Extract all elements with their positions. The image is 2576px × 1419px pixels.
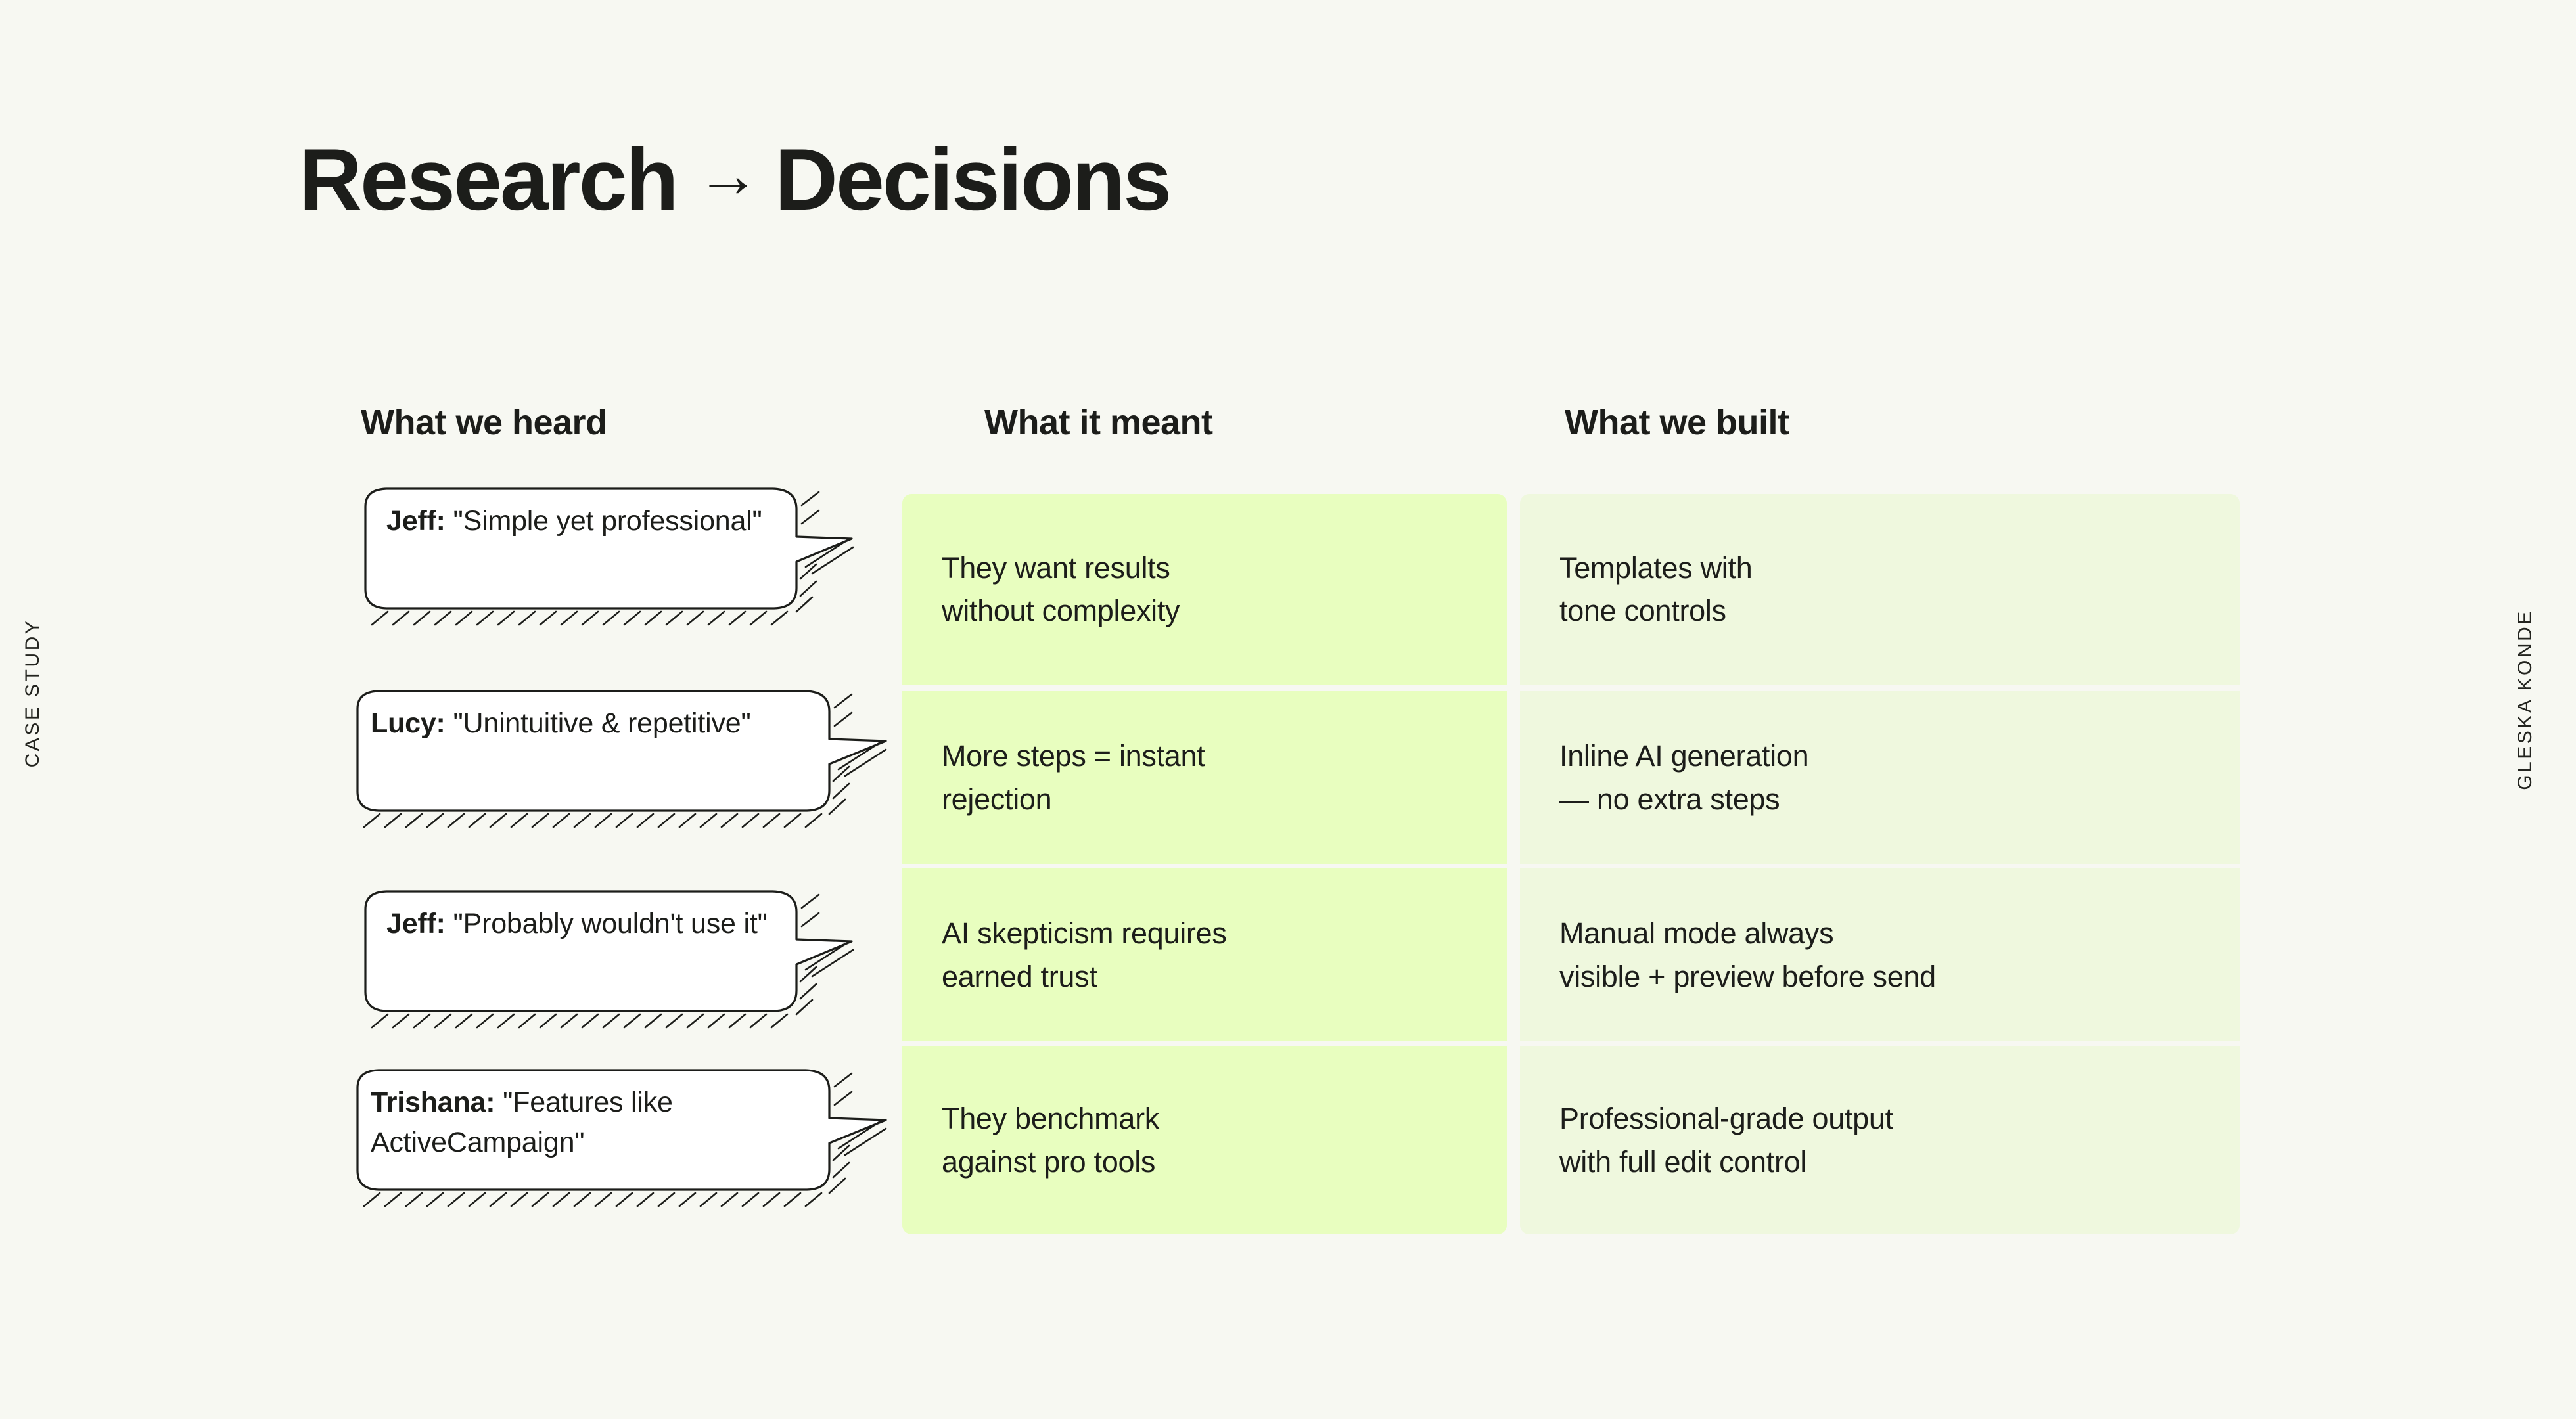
quote-speaker-name: Jeff: — [386, 505, 446, 537]
column-header-what-it-meant: What it meant — [984, 403, 1213, 442]
page-title-second: Decisions — [774, 131, 1172, 229]
meant-text: More steps = instant rejection — [942, 739, 1205, 816]
meant-cell: More steps = instant rejection — [902, 691, 1507, 864]
built-cell: Inline AI generation — no extra steps — [1520, 691, 2240, 864]
quote-text: Jeff: "Simple yet professional" — [352, 483, 799, 560]
quote-text: Lucy: "Unintuitive & repetitive" — [352, 685, 799, 762]
quote-text: Jeff: "Probably wouldn't use it" — [352, 886, 799, 962]
meant-text: AI skepticism requires earned trust — [942, 916, 1227, 993]
meant-cell: AI skepticism requires earned trust — [902, 868, 1507, 1041]
meant-text: They want results without complexity — [942, 551, 1180, 627]
built-cell: Templates with tone controls — [1520, 494, 2240, 685]
quote-body: "Unintuitive & repetitive" — [453, 708, 751, 739]
quote-body: "Simple yet professional" — [453, 505, 762, 537]
quote-speaker-name: Jeff: — [386, 908, 446, 939]
bubble-hatch-shadow — [363, 693, 887, 828]
meant-cell: They benchmark against pro tools — [902, 1046, 1507, 1234]
quote-bubble: Jeff: "Simple yet professional" — [352, 483, 891, 626]
built-text: Templates with tone controls — [1559, 551, 1753, 627]
bubble-hatch-shadow — [371, 491, 854, 626]
quote-body: "Features like ActiveCampaign" — [371, 1087, 673, 1159]
page-title-first: Research — [299, 131, 679, 229]
speech-bubble-shape — [356, 690, 887, 828]
arrow-right-icon: → — [696, 139, 760, 210]
quote-bubble: Lucy: "Unintuitive & repetitive" — [352, 685, 891, 828]
column-header-what-we-heard: What we heard — [361, 403, 607, 442]
quote-text: Trishana: "Features like ActiveCampaign" — [352, 1064, 799, 1181]
quote-body: "Probably wouldn't use it" — [453, 908, 768, 939]
speech-bubble-shape — [356, 1069, 887, 1207]
quote-speaker-name: Lucy: — [371, 708, 446, 739]
page-title: Research → Decisions — [299, 131, 1172, 229]
meant-text: They benchmark against pro tools — [942, 1102, 1159, 1179]
bubble-hatch-shadow — [363, 1072, 887, 1207]
quote-bubble: Trishana: "Features like ActiveCampaign" — [352, 1064, 891, 1207]
built-cell: Manual mode always visible + preview bef… — [1520, 868, 2240, 1041]
quote-bubble: Jeff: "Probably wouldn't use it" — [352, 886, 891, 1029]
built-text: Inline AI generation — no extra steps — [1559, 739, 1809, 816]
quote-speaker-name: Trishana: — [371, 1087, 495, 1118]
built-text: Professional-grade output with full edit… — [1559, 1102, 1893, 1179]
speech-bubble-shape — [364, 890, 854, 1029]
bubble-hatch-shadow — [371, 893, 854, 1029]
built-text: Manual mode always visible + preview bef… — [1559, 916, 1936, 993]
column-header-what-we-built: What we built — [1565, 403, 1789, 442]
speech-bubble-shape — [364, 487, 854, 626]
built-cell: Professional-grade output with full edit… — [1520, 1046, 2240, 1234]
meant-cell: They want results without complexity — [902, 494, 1507, 685]
